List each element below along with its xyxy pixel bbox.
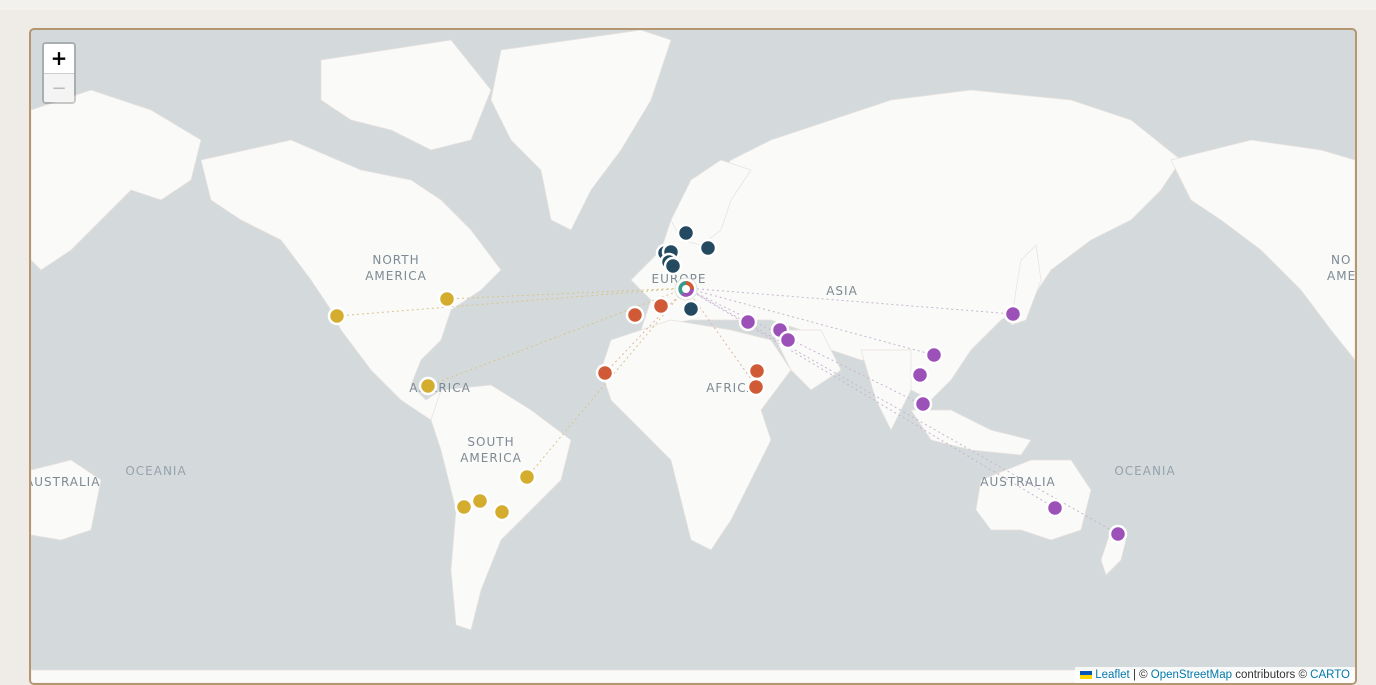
marker-africa[interactable] (746, 377, 766, 397)
marker-americas[interactable] (418, 376, 438, 396)
markers-asia-pacific (738, 304, 1128, 544)
label-oceania-right: OCEANIA (1114, 464, 1175, 478)
label-oceania-left: OCEANIA (125, 464, 186, 478)
landmass-japan (1010, 244, 1042, 326)
marker-europe[interactable] (663, 256, 683, 276)
zoom-out-button[interactable]: − (44, 73, 74, 102)
landmass-indonesia (910, 409, 1032, 456)
marker-asia-pacific[interactable] (913, 394, 933, 414)
world-map[interactable]: NORTH AMERICA EUROPE ASIA AFRICA AMERICA… (29, 28, 1357, 685)
landmass-alaska (31, 89, 202, 271)
cluster-marker[interactable] (674, 277, 698, 301)
landmass-antarctica (31, 669, 1355, 683)
marker-americas[interactable] (470, 491, 490, 511)
label-africa: AFRICA (706, 381, 756, 395)
cluster-marker-center (682, 285, 690, 293)
page-top-strip (0, 0, 1376, 10)
label-north-america-right-2: AME (1327, 269, 1355, 283)
landmass-australia-left (31, 459, 102, 541)
zoom-control: + − (42, 42, 76, 104)
zoom-in-button[interactable]: + (44, 44, 74, 73)
leaflet-link[interactable]: Leaflet (1095, 669, 1130, 681)
marker-africa[interactable] (595, 363, 615, 383)
marker-asia-pacific[interactable] (738, 312, 758, 332)
marker-americas[interactable] (517, 467, 537, 487)
label-australia: AUSTRALIA (980, 475, 1055, 489)
marker-asia-pacific[interactable] (778, 330, 798, 350)
landmass-australia (975, 459, 1092, 541)
label-asia: ASIA (826, 284, 858, 298)
markers-europe (655, 223, 718, 319)
marker-americas[interactable] (327, 306, 347, 326)
ukraine-flag-icon (1080, 671, 1093, 679)
attribution-contributors: contributors © (1235, 669, 1307, 681)
label-north-america: NORTH (372, 253, 419, 267)
marker-africa[interactable] (625, 305, 645, 325)
marker-asia-pacific[interactable] (1045, 498, 1065, 518)
label-central-america: AMERICA (409, 381, 471, 395)
connection-lines (336, 287, 1119, 535)
marker-europe[interactable] (676, 223, 696, 243)
landmass-india (860, 349, 912, 431)
marker-asia-pacific[interactable] (910, 365, 930, 385)
openstreetmap-link[interactable]: OpenStreetMap (1150, 669, 1232, 681)
marker-africa[interactable] (747, 361, 767, 381)
marker-americas[interactable] (454, 497, 474, 517)
markers-americas (327, 289, 537, 522)
label-australia-left: AUSTRALIA (31, 475, 100, 489)
marker-americas[interactable] (492, 502, 512, 522)
landmass-canadian-arctic (320, 39, 492, 151)
map-attribution: Leaflet | © OpenStreetMap contributors ©… (1075, 667, 1355, 683)
landmass-africa (600, 319, 792, 551)
markers-africa (595, 296, 767, 397)
marker-asia-pacific[interactable] (1003, 304, 1023, 324)
label-south-america: SOUTH (467, 435, 514, 449)
landmass-north-america-right (1170, 139, 1355, 361)
marker-americas[interactable] (437, 289, 457, 309)
landmass-north-america (200, 139, 502, 421)
marker-asia-pacific[interactable] (1108, 524, 1128, 544)
map-tiles[interactable]: NORTH AMERICA EUROPE ASIA AFRICA AMERICA… (31, 30, 1355, 683)
marker-asia-pacific[interactable] (924, 345, 944, 365)
label-south-america-2: AMERICA (460, 451, 522, 465)
label-north-america-right: NO (1331, 253, 1351, 267)
label-north-america-2: AMERICA (365, 269, 427, 283)
carto-link[interactable]: CARTO (1310, 669, 1350, 681)
cluster-slice-asia (681, 289, 694, 297)
marker-europe[interactable] (698, 238, 718, 258)
landmass-greenland (490, 30, 672, 231)
marker-africa[interactable] (651, 296, 671, 316)
marker-europe[interactable] (681, 299, 701, 319)
attribution-separator: | © (1132, 669, 1148, 681)
